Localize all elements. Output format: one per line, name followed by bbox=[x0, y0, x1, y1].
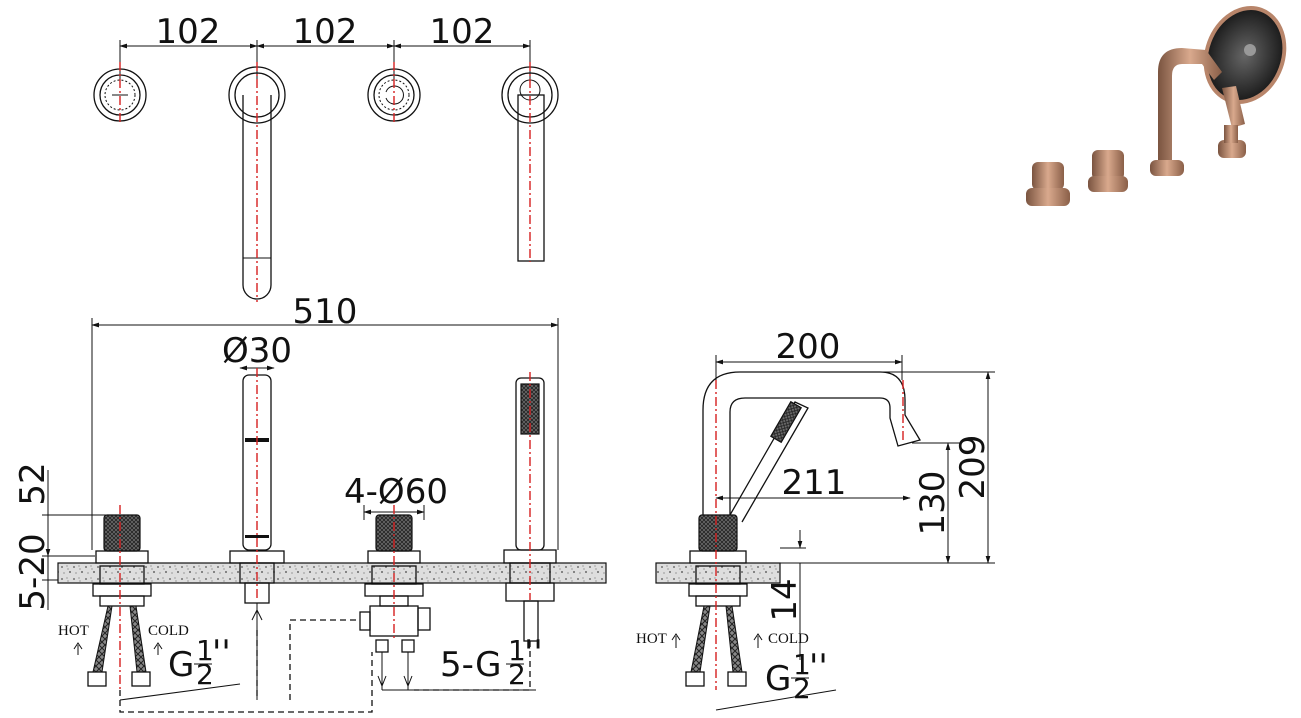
side-handle bbox=[685, 514, 748, 687]
svg-text:1: 1 bbox=[793, 648, 811, 681]
side-thread-size: G 1 2 '' bbox=[765, 647, 828, 705]
svg-text:2: 2 bbox=[196, 658, 214, 691]
svg-text:G: G bbox=[765, 659, 791, 699]
svg-text:'': '' bbox=[809, 647, 828, 687]
side-hot-arrow-icon bbox=[671, 633, 681, 648]
outlet-thread-size: 5-G 1 2 '' bbox=[440, 633, 543, 691]
svg-text:1: 1 bbox=[196, 634, 214, 667]
dim-handle-height: 52 bbox=[13, 462, 53, 505]
dim-shank-height: 14 bbox=[765, 578, 805, 621]
deck-slab-front bbox=[57, 562, 607, 584]
front-view: 510 Ø30 4-Ø60 52 5-20 bbox=[13, 292, 607, 713]
front-hot-label: HOT bbox=[58, 623, 89, 639]
front-cold-arrow-icon bbox=[153, 642, 163, 655]
side-spout bbox=[702, 371, 921, 515]
front-hot-arrow-icon bbox=[73, 642, 83, 655]
product-render bbox=[1026, 6, 1287, 206]
spout-icon bbox=[1158, 48, 1222, 165]
front-handle-hot bbox=[87, 514, 152, 687]
dim-spout-reach: 200 bbox=[776, 327, 841, 367]
side-view: 200 211 130 209 14 bbox=[636, 327, 995, 711]
svg-text:2: 2 bbox=[793, 672, 811, 705]
side-cold-label: COLD bbox=[768, 631, 809, 647]
svg-text:G: G bbox=[168, 645, 194, 685]
dim-spout-outlet-height: 130 bbox=[913, 471, 953, 536]
top-view: 102 102 102 bbox=[93, 12, 559, 302]
dim-spout-total-height: 209 bbox=[953, 435, 993, 500]
dim-deck-thickness: 5-20 bbox=[13, 533, 53, 610]
dim-spout-projection: 211 bbox=[782, 463, 847, 503]
handle-cold-icon bbox=[1092, 150, 1124, 180]
svg-text:1: 1 bbox=[508, 634, 526, 667]
side-cold-arrow-icon bbox=[753, 633, 763, 648]
front-thread-size: G 1 2 '' bbox=[168, 633, 231, 691]
dim-spacing-3: 102 bbox=[430, 12, 495, 52]
dim-handle-diameter: 4-Ø60 bbox=[344, 472, 448, 512]
svg-text:'': '' bbox=[524, 633, 543, 673]
dim-spacing-2: 102 bbox=[293, 12, 358, 52]
svg-text:'': '' bbox=[212, 633, 231, 673]
top-hand-shower bbox=[501, 66, 559, 262]
dim-spout-diameter: Ø30 bbox=[222, 331, 292, 371]
front-handle-cold bbox=[359, 514, 431, 690]
svg-text:2: 2 bbox=[508, 658, 526, 691]
svg-text:5-G: 5-G bbox=[440, 645, 502, 685]
dim-spacing-1: 102 bbox=[156, 12, 221, 52]
side-hot-label: HOT bbox=[636, 631, 667, 647]
side-hand-shower bbox=[729, 401, 809, 523]
front-cold-label: COLD bbox=[148, 623, 189, 639]
handle-hot-icon bbox=[1032, 162, 1064, 190]
dim-overall-width: 510 bbox=[293, 292, 358, 332]
